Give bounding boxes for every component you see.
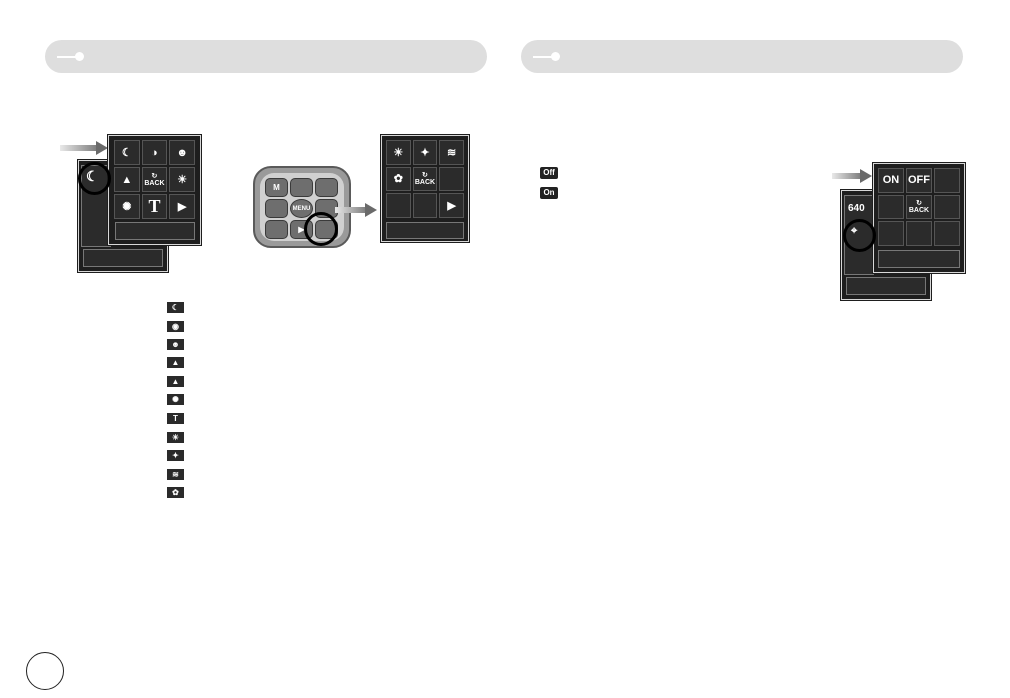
second-menu-bottom-strip — [386, 222, 464, 239]
text-icon: T — [167, 413, 184, 424]
back-arrow-icon: ↻ — [422, 172, 428, 180]
empty-cell — [934, 221, 960, 246]
sunset-icon: ▲ — [167, 376, 184, 387]
text-scene-icon[interactable]: T — [141, 194, 168, 219]
header-line-decoration — [533, 56, 555, 58]
menu-button[interactable]: MENU — [290, 199, 313, 218]
page-number-circle — [26, 652, 64, 690]
off-option[interactable]: OFF — [906, 168, 932, 193]
back-button[interactable]: ↻BACK — [141, 167, 168, 192]
mode-button[interactable]: M — [265, 178, 288, 197]
fireworks-icon[interactable]: ✦ — [412, 140, 438, 165]
scene-menu-panel: ☾ ◑ ☻ ▲ ↻BACK ☀ ✺ T ▶ — [108, 135, 201, 245]
header-dot-decoration — [75, 52, 84, 61]
back-button[interactable]: ↻BACK — [412, 166, 438, 192]
empty-cell — [878, 194, 904, 220]
empty-cell — [934, 168, 960, 193]
on-badge: On — [540, 187, 558, 199]
header-line-decoration — [57, 56, 79, 58]
back-panel-bottom-strip — [846, 277, 926, 295]
night-scene-icon[interactable]: ☾ — [114, 140, 140, 165]
highlight-circle — [304, 212, 338, 246]
dpad-top-right-button[interactable] — [315, 178, 338, 197]
highlight-circle — [843, 219, 876, 252]
up-button[interactable] — [290, 178, 313, 197]
arrow-right-icon — [335, 203, 377, 217]
landscape-icon: ▲ — [167, 357, 184, 368]
mountain-icon[interactable]: ▲ — [114, 167, 140, 192]
empty-cell — [386, 193, 411, 218]
header-dot-decoration — [551, 52, 560, 61]
beach-snow-icon[interactable]: ≋ — [439, 140, 464, 165]
back-arrow-icon: ↻ — [916, 200, 922, 208]
back-arrow-icon: ↻ — [151, 173, 158, 180]
on-off-grid: ON OFF ↻BACK — [878, 168, 960, 246]
leaf-icon[interactable]: ◑ — [141, 140, 168, 165]
highlight-circle — [78, 162, 111, 195]
second-menu-grid: ☀ ✦ ≋ ✿ ↻BACK ▶ — [386, 140, 464, 218]
empty-cell — [906, 221, 932, 246]
close-up-icon: ✿ — [167, 487, 184, 498]
on-option[interactable]: ON — [878, 168, 904, 193]
section-header-left — [45, 40, 487, 73]
back-label: BACK — [144, 180, 165, 187]
portrait-icon: ☻ — [167, 339, 184, 350]
play-icon[interactable]: ▶ — [439, 193, 464, 218]
portrait-child-icon: ◉ — [167, 321, 184, 332]
focus-frame-icon: ⌖ — [851, 225, 858, 237]
back-label: BACK — [414, 179, 436, 187]
arrow-right-icon — [60, 141, 108, 155]
empty-cell — [934, 194, 960, 220]
arrow-right-icon — [832, 169, 872, 183]
backlight-portrait-icon[interactable]: ☀ — [169, 167, 195, 192]
back-label: BACK — [908, 207, 930, 215]
empty-cell — [439, 166, 464, 192]
on-off-bottom-strip — [878, 250, 960, 268]
resolution-label: 640 — [848, 203, 865, 214]
dpad-bottom-left-button[interactable] — [265, 220, 288, 239]
empty-cell — [412, 193, 438, 218]
play-icon[interactable]: ▶ — [169, 194, 195, 219]
on-off-menu-panel: ON OFF ↻BACK — [873, 163, 965, 273]
backlight-icon[interactable]: ☀ — [386, 140, 411, 165]
second-scene-menu-panel: ☀ ✦ ≋ ✿ ↻BACK ▶ — [381, 135, 469, 242]
section-header-right — [521, 40, 963, 73]
empty-cell — [878, 221, 904, 246]
back-panel-bottom-strip — [83, 249, 163, 267]
scene-menu-bottom-strip — [115, 222, 195, 240]
back-button[interactable]: ↻BACK — [906, 194, 932, 220]
dawn-icon[interactable]: ✺ — [114, 194, 140, 219]
night-scene-icon: ☾ — [86, 168, 99, 184]
portrait-icon[interactable]: ☻ — [169, 140, 195, 165]
scene-menu-grid: ☾ ◑ ☻ ▲ ↻BACK ☀ ✺ T ▶ — [114, 140, 195, 219]
beach-snow-icon: ≋ — [167, 469, 184, 480]
dawn-icon: ✺ — [167, 394, 184, 405]
left-button[interactable] — [265, 199, 288, 218]
close-up-icon[interactable]: ✿ — [386, 166, 411, 192]
backlight-icon: ☀ — [167, 432, 184, 443]
night-icon: ☾ — [167, 302, 184, 313]
fireworks-icon: ✦ — [167, 450, 184, 461]
off-badge: Off — [540, 167, 558, 179]
